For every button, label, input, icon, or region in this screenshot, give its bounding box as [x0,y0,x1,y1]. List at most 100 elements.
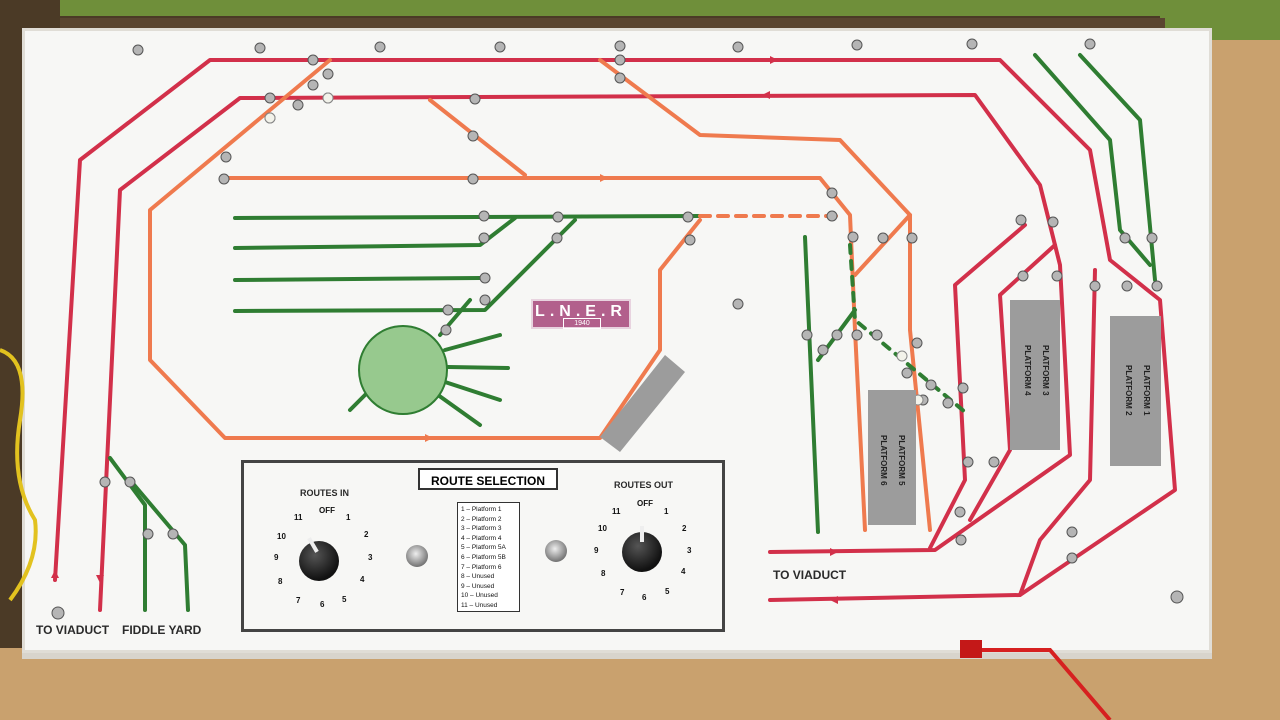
arrow-viaduct-in [830,548,838,556]
lner-logo-year: 1940 [563,318,601,329]
legend-item: 2 – Platform 2 [461,515,502,523]
green-siding-3 [233,276,482,282]
dial-out-7: 7 [620,588,625,597]
red-track-branch-2 [928,223,1027,550]
green-right-siding [803,235,820,534]
turntable-spoke-1 [443,333,502,352]
orange-track-loop [148,58,702,440]
legend-item: 6 – Platform 5B [461,553,506,561]
arrow-left-down [96,575,104,583]
platform-5-label: PLATFORM 5 [897,434,906,486]
turntable-spoke-5 [348,393,367,412]
dial-out-5: 5 [665,587,670,596]
red-cable [962,648,1112,720]
dial-in-off: OFF [319,506,335,515]
dial-in-9: 9 [274,553,279,562]
dial-in-5: 5 [342,595,347,604]
dial-out-10: 10 [598,524,607,533]
green-fiddle-2 [128,478,190,612]
wood-bottom [0,648,1280,720]
label-to-viaduct-right: TO VIADUCT [773,568,847,582]
turntable [358,325,448,415]
arrow-orange-bottom [425,434,433,442]
red-plug [960,640,982,658]
arrow-left-up [51,570,59,578]
orange-track-upper [223,176,867,532]
arrow-top-right [770,56,778,64]
routes-out-knob-pointer [640,526,644,542]
platform-5-block [868,390,916,525]
dial-out-8: 8 [601,569,606,578]
red-track-branch-3 [1018,268,1097,597]
legend-item: 5 – Platform 5A [461,544,506,552]
legend-item: 3 – Platform 3 [461,525,502,533]
green-platform-1-line [1078,53,1157,282]
label-fiddle-yard: FIDDLE YARD [122,623,202,637]
turntable-spoke-4 [436,393,482,427]
dial-in-3: 3 [368,553,373,562]
red-track-outer-loop [53,58,1177,602]
mixed-track-dashed-2 [848,243,967,414]
orange-track-right [598,58,932,532]
grey-buffer-block [600,355,685,452]
dial-out-1: 1 [664,507,669,516]
dial-in-11: 11 [294,513,303,522]
dial-in-4: 4 [360,575,365,584]
routes-in-label: ROUTES IN [300,488,350,498]
dial-in-1: 1 [346,513,351,522]
route-selection-title: ROUTE SELECTION [418,468,558,490]
green-platform-2-line [1033,53,1152,267]
green-siding-4 [233,218,577,313]
legend-item: 7 – Platform 6 [461,563,502,571]
dial-out-off: OFF [637,499,653,508]
green-siding-1 [233,214,702,220]
platform-2-label: PLATFORM 2 [1124,364,1133,416]
dial-in-6: 6 [320,600,325,609]
dial-out-3: 3 [687,546,692,555]
scenery-grass-top [60,0,1220,16]
dial-in-7: 7 [296,596,301,605]
lner-logo-text: L.N.E.R [535,303,627,320]
toggle-switch-right[interactable] [545,540,567,562]
dial-out-11: 11 [612,507,621,516]
platform-6-label: PLATFORM 6 [879,434,888,486]
turntable-spoke-2 [446,365,510,370]
platform-3-label: PLATFORM 3 [1041,344,1050,396]
legend-item: 11 – Unused [461,601,498,609]
legend-item: 10 – Unused [461,592,498,600]
platform-1-block [1110,316,1161,466]
platform-1-label: PLATFORM 1 [1142,364,1151,416]
legend-item: 1 – Platform 1 [461,506,502,513]
arrow-viaduct-out [830,596,838,604]
dial-out-4: 4 [681,567,686,576]
routes-in-knob[interactable] [299,537,339,581]
platform-3-block [1010,300,1060,450]
arrow-second-left [762,91,770,99]
green-fiddle-1 [108,456,147,612]
dial-out-6: 6 [642,593,647,602]
dial-out-2: 2 [682,524,687,533]
arrow-orange-top [600,174,608,182]
routes-out-knob[interactable] [622,526,662,572]
legend-item: 9 – Unused [461,582,495,590]
orange-track-diag [853,213,912,277]
turntable-spoke-3 [443,380,502,402]
platform-4-label: PLATFORM 4 [1023,344,1032,396]
legend-item: 4 – Platform 4 [461,534,502,542]
label-to-viaduct-left: TO VIADUCT [36,623,110,637]
routes-out-label: ROUTES OUT [614,480,674,490]
yellow-cable [0,348,38,602]
dial-out-9: 9 [594,546,599,555]
dial-in-8: 8 [278,577,283,586]
dial-in-10: 10 [277,532,286,541]
toggle-switch-left[interactable] [406,545,428,567]
lner-logo: L.N.E.R 1940 [531,299,631,329]
route-legend: 1 – Platform 1 2 – Platform 2 3 – Platfo… [457,502,520,612]
dial-in-2: 2 [364,530,369,539]
red-track-branch-1 [968,243,1057,522]
red-track-inner-loop [98,93,1072,612]
green-siding-2 [233,216,517,250]
route-selection-box [241,460,725,632]
legend-item: 8 – Unused [461,573,495,581]
